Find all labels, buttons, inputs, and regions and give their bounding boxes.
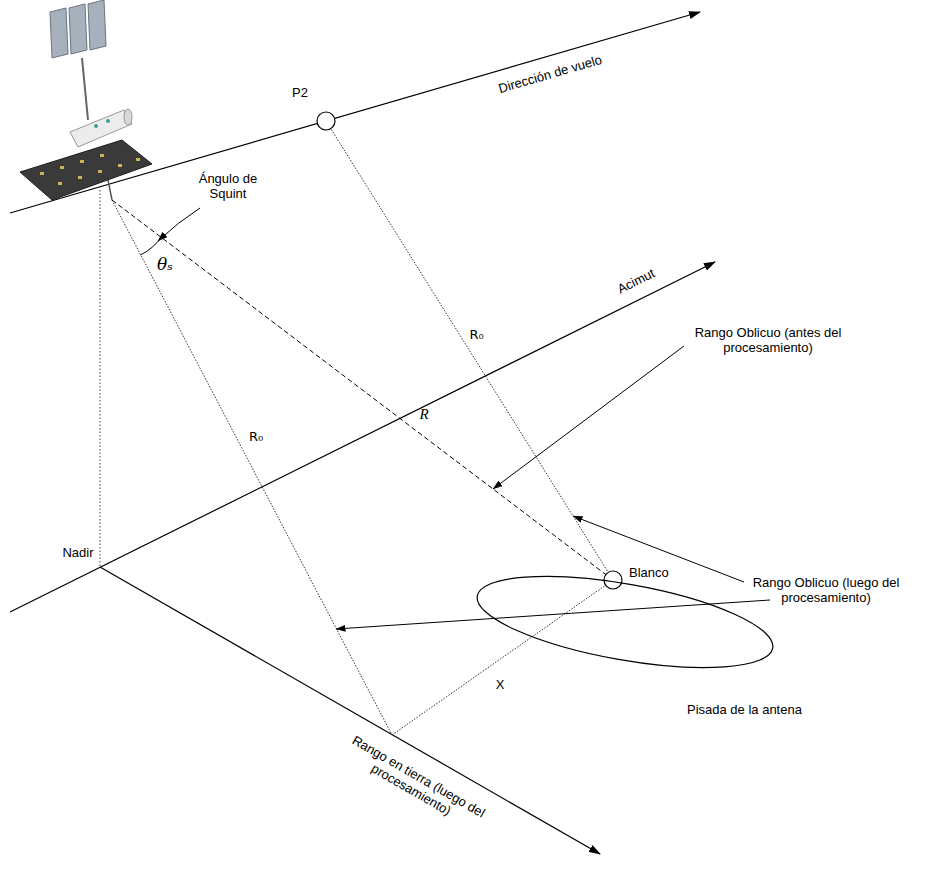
point-circle (604, 571, 622, 589)
flight-direction-label: Dirección de vuelo (497, 52, 604, 96)
footprint-ellipse (471, 559, 780, 686)
squint-angle-label: Ángulo de Squint (188, 171, 268, 201)
slant-range-label: Rango Oblicuo (luego del procesamiento) (736, 575, 916, 605)
along-track-offset-line (392, 580, 613, 735)
range-line (331, 129, 607, 571)
leader-line (158, 208, 200, 241)
circle-outline (316, 111, 336, 131)
leader-line (336, 600, 770, 629)
leader-line (493, 346, 684, 489)
footprint-outline (475, 574, 775, 670)
slant-range-label: Rango Oblicuo (antes del procesamiento) (678, 325, 858, 355)
range-symbol: R₀ (470, 326, 484, 341)
zero-doppler-range-line (112, 200, 392, 735)
squinted-range-line (112, 200, 613, 580)
angle-symbol: θₛ (157, 255, 173, 274)
range-symbol: R₀ (249, 429, 263, 444)
antenna-footprint: Pisada de la antena (475, 574, 775, 670)
ground-range-label: Rango en tierra (luego del procesamiento… (330, 725, 501, 841)
offset-label: X (496, 677, 505, 692)
point-marker: P2 (316, 111, 336, 131)
nadir-label: Nadir (62, 545, 93, 560)
ground-range-line (100, 567, 600, 854)
node-label: P2 (292, 85, 308, 100)
node-label: Blanco (629, 565, 669, 580)
nadir-line (100, 190, 101, 567)
range-symbol: R (419, 406, 428, 423)
satellite-icon (20, 0, 152, 200)
point-circle (317, 112, 335, 130)
azimuth-label: Acimut (615, 265, 657, 296)
node-label: Pisada de la antena (687, 702, 802, 717)
flight-line (10, 12, 700, 213)
azimuth-line (10, 262, 715, 612)
leader-line (573, 516, 744, 582)
